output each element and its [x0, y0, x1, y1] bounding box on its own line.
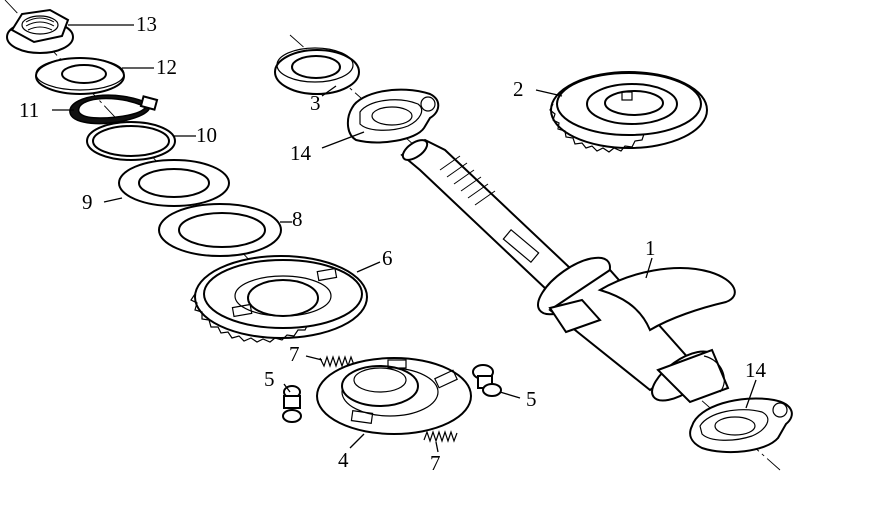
- callout-9: 9: [82, 190, 93, 214]
- callout-7-lower: 7: [430, 451, 441, 475]
- part-3-bushing: [274, 47, 360, 95]
- callout-1: 1: [645, 236, 656, 260]
- part-10-ring: [86, 121, 176, 161]
- callout-13: 13: [136, 12, 157, 36]
- callout-14-lower: 14: [745, 358, 767, 382]
- callout-2: 2: [513, 77, 524, 101]
- part-14-bushing-upper: [346, 88, 440, 144]
- leader-lines: [52, 24, 757, 453]
- callout-6: 6: [382, 246, 393, 270]
- callout-10: 10: [196, 123, 217, 147]
- part-9-flat-washer: [118, 159, 230, 207]
- callout-5-right: 5: [526, 387, 537, 411]
- part-2-gear: [549, 71, 708, 153]
- callout-12: 12: [156, 55, 177, 79]
- callout-4: 4: [338, 448, 349, 472]
- part-5-pin-left: [282, 385, 302, 423]
- part-6-gear: [190, 255, 368, 343]
- part-12-washer: [35, 57, 125, 95]
- part-4-ratchet-plate: [316, 357, 472, 435]
- part-11-snap-ring: [69, 94, 159, 125]
- callout-8: 8: [292, 207, 303, 231]
- part-8-flat-washer: [158, 203, 282, 257]
- part-1-kick-shaft: [400, 138, 736, 404]
- callout-3: 3: [310, 91, 321, 115]
- part-7-spring-lower: [423, 430, 458, 443]
- part-5-pin-right: [472, 364, 502, 397]
- callout-7-upper: 7: [289, 342, 300, 366]
- part-13-hex-nut: [6, 8, 74, 54]
- callout-5-left: 5: [264, 367, 275, 391]
- callout-11: 11: [19, 98, 39, 122]
- part-14-bushing-lower: [689, 397, 793, 454]
- callout-14-upper: 14: [290, 141, 312, 165]
